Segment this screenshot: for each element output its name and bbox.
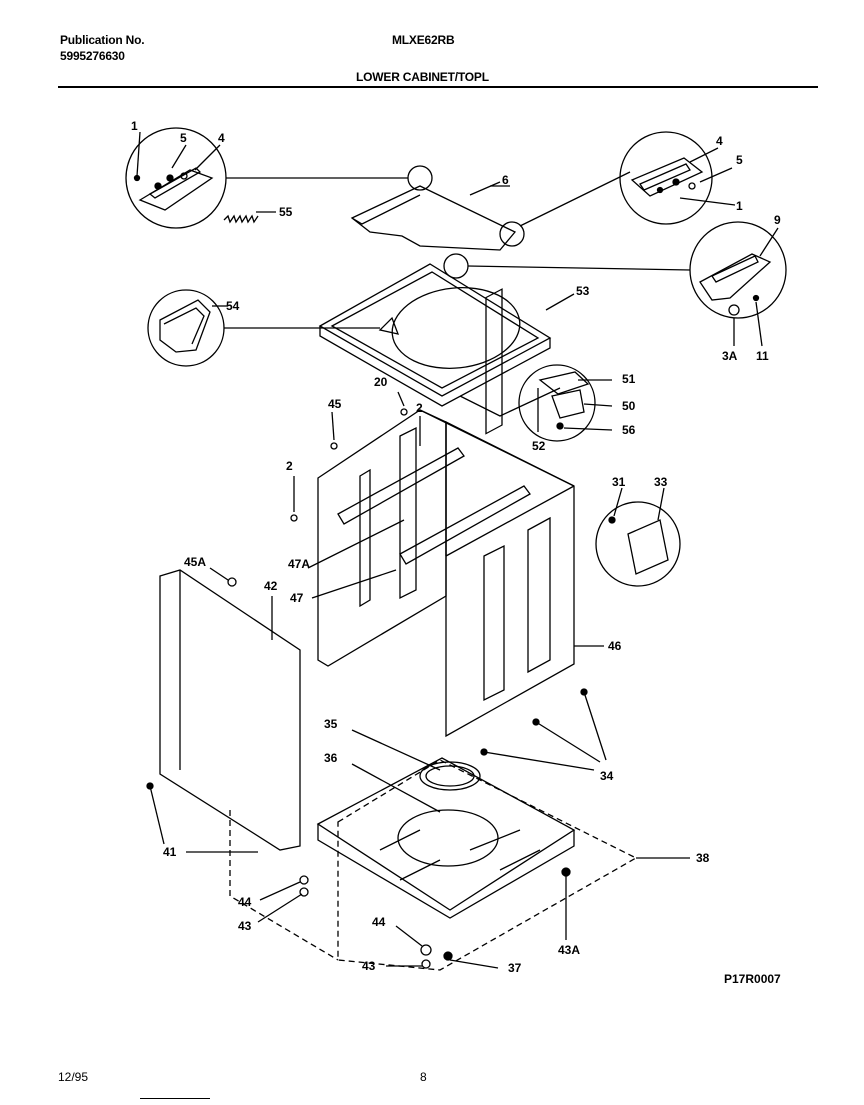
callout: 1 bbox=[736, 199, 743, 213]
callout: 54 bbox=[226, 299, 240, 313]
callout: 37 bbox=[508, 961, 522, 975]
callout: 3A bbox=[722, 349, 738, 363]
section-title: LOWER CABINET/TOPL bbox=[356, 70, 489, 84]
lid-part bbox=[226, 165, 691, 279]
callout: 34 bbox=[600, 769, 614, 783]
callout: 11 bbox=[756, 349, 769, 363]
callout: 1 bbox=[131, 119, 138, 133]
callout: 4 bbox=[716, 134, 723, 148]
callout: 56 bbox=[622, 423, 636, 437]
callout: 9 bbox=[774, 213, 781, 227]
callout: 33 bbox=[654, 475, 668, 489]
callout: 6 bbox=[502, 173, 509, 187]
callout: 47 bbox=[290, 591, 304, 605]
callout: 20 bbox=[374, 375, 388, 389]
switch-detail bbox=[518, 364, 613, 442]
callout: 51 bbox=[622, 372, 636, 386]
callout: 41 bbox=[163, 845, 177, 859]
footer-rule bbox=[140, 1098, 210, 1099]
callout: 43A bbox=[558, 943, 580, 957]
footer-date: 12/95 bbox=[58, 1070, 89, 1084]
figure-code: P17R0007 bbox=[724, 972, 781, 986]
callout: 5 bbox=[736, 153, 743, 167]
publication-number: 5995276630 bbox=[60, 49, 125, 63]
callout: 52 bbox=[532, 439, 546, 453]
front-panel-part bbox=[159, 567, 301, 851]
callout: 55 bbox=[279, 205, 293, 219]
callout: 44 bbox=[238, 895, 252, 909]
callout: 2 bbox=[416, 401, 423, 415]
base-hardware bbox=[146, 688, 607, 969]
callout: 47A bbox=[288, 557, 310, 571]
callout: 46 bbox=[608, 639, 622, 653]
model-number: MLXE62RB bbox=[392, 33, 455, 47]
callout: 43 bbox=[362, 959, 376, 973]
header-rule bbox=[58, 86, 818, 88]
callout: 4 bbox=[218, 131, 225, 145]
publication-label: Publication No. bbox=[60, 33, 145, 47]
footer-page: 8 bbox=[420, 1070, 427, 1084]
callout: 2 bbox=[286, 459, 293, 473]
spring-part bbox=[223, 211, 276, 224]
hinge-detail-left bbox=[125, 127, 227, 229]
cabinet-part bbox=[290, 288, 575, 738]
callout: 42 bbox=[264, 579, 278, 593]
callout: 36 bbox=[324, 751, 338, 765]
cabinet-hinge-detail bbox=[595, 487, 681, 587]
bleach-cup-detail bbox=[147, 289, 380, 367]
callout: 45 bbox=[328, 397, 342, 411]
hinge-detail-right-upper bbox=[619, 131, 736, 225]
callout-labels: 1 5 4 55 6 4 5 1 9 3A 11 54 53 20 45 2 5… bbox=[131, 119, 781, 975]
callout: 53 bbox=[576, 284, 590, 298]
top-panel-part bbox=[318, 263, 575, 417]
callout: 31 bbox=[612, 475, 626, 489]
hinge-detail-right-lower bbox=[689, 221, 787, 347]
callout: 45A bbox=[184, 555, 206, 569]
leader-lines bbox=[307, 185, 604, 647]
callout: 5 bbox=[180, 131, 187, 145]
callout: 35 bbox=[324, 717, 338, 731]
callout: 44 bbox=[372, 915, 386, 929]
callout: 38 bbox=[696, 851, 710, 865]
callout: 50 bbox=[622, 399, 636, 413]
base-part bbox=[229, 757, 690, 971]
callout: 43 bbox=[238, 919, 252, 933]
